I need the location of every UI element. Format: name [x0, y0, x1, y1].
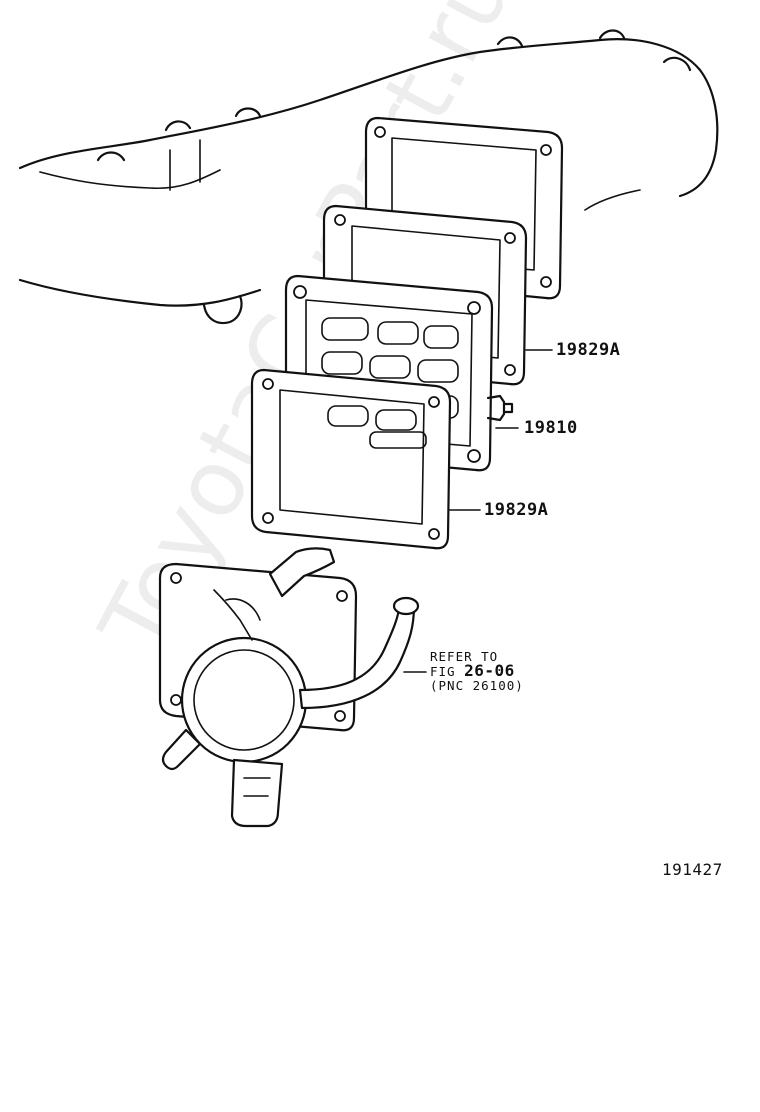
reference-line1: REFER TO: [430, 649, 499, 664]
throttle-body: [158, 547, 427, 828]
illustration-number: 191427: [662, 860, 723, 879]
intake-manifold: [18, 29, 719, 325]
reference-fig-number: 26-06: [464, 661, 515, 680]
reference-fig-prefix: FIG: [430, 664, 456, 679]
reference-line2: FIG 26-06: [430, 661, 524, 680]
callout-gasket-lower: 19829A: [484, 500, 549, 520]
gasket-19829a-lower: [250, 368, 481, 550]
callout-gasket-upper: 19829A: [556, 340, 621, 360]
reference-note: REFER TO FIG 26-06 (PNC 26100): [430, 650, 524, 693]
reference-line3: (PNC 26100): [430, 678, 524, 693]
callout-main-part: 19810: [524, 418, 578, 438]
